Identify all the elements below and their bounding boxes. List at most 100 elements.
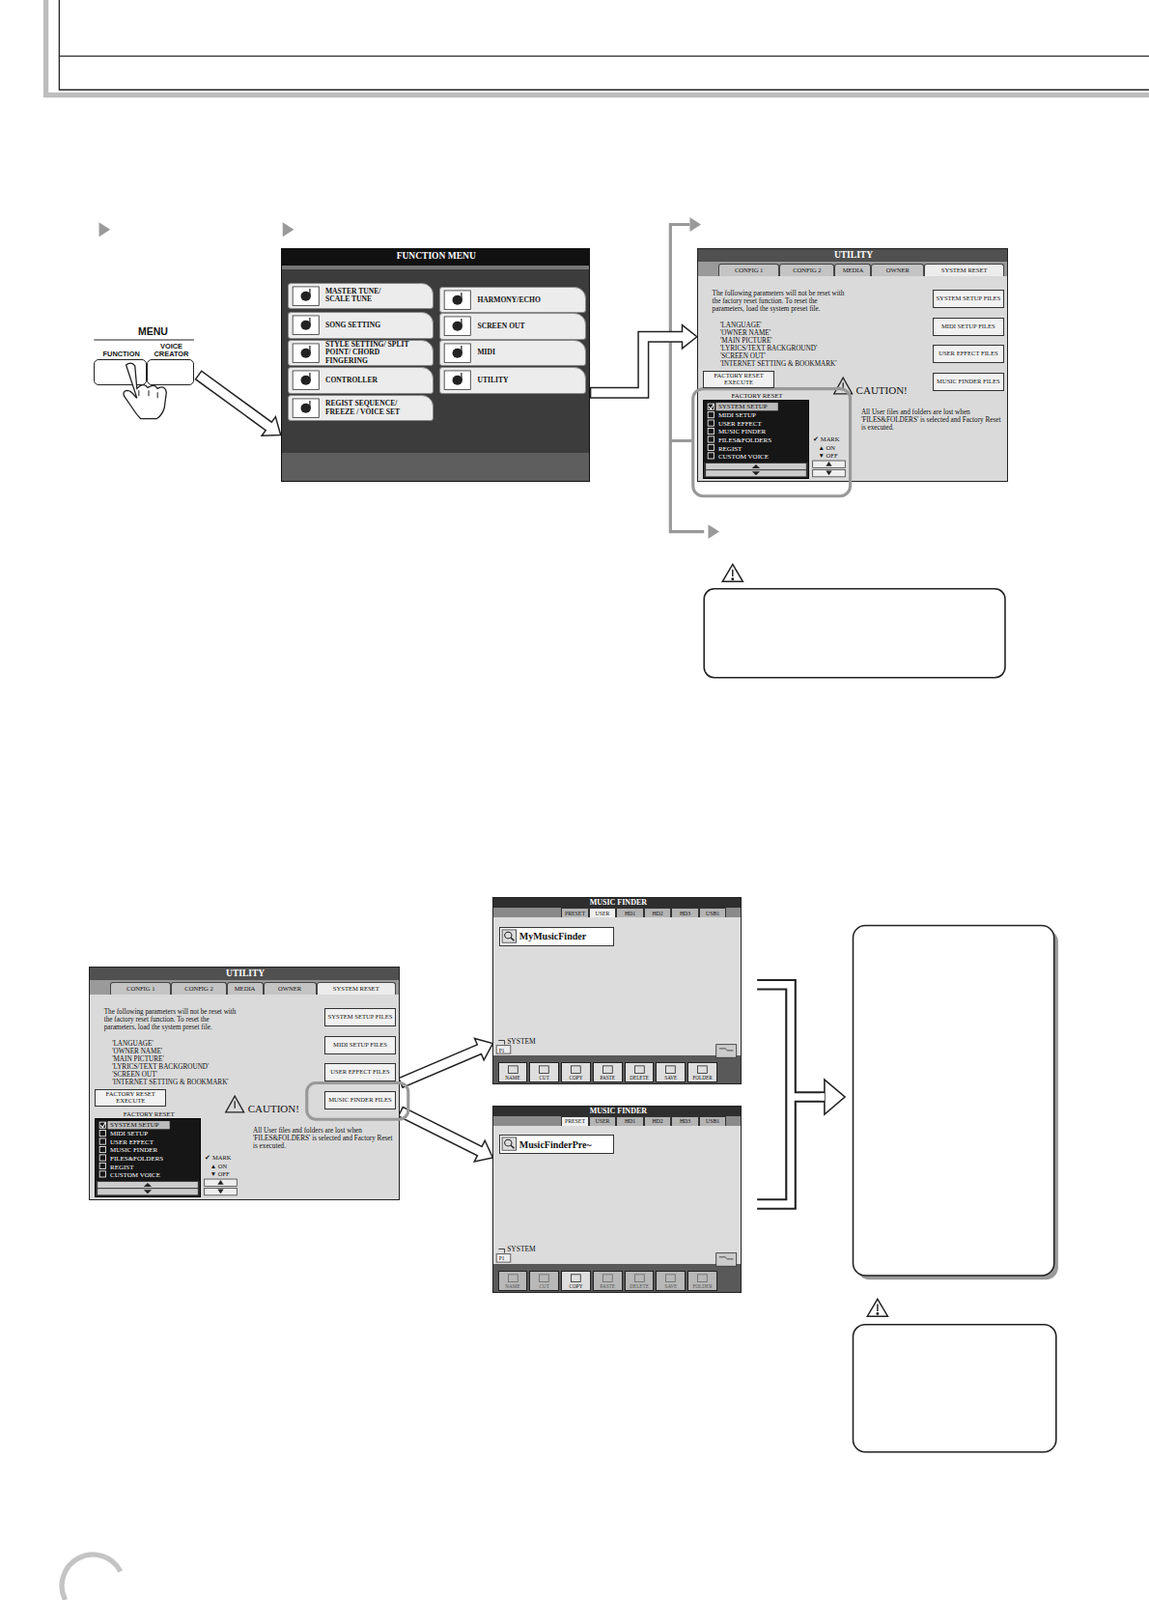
- menu-icon-glyph: [461, 345, 463, 354]
- arrow-head: [682, 325, 698, 349]
- label-text: FOLDER: [692, 1074, 712, 1081]
- menu-icon-glyph: [308, 400, 310, 409]
- flow-arrow: [399, 1111, 493, 1162]
- arrow-fill: [401, 1112, 482, 1153]
- label-text: FACTORY RESET EXECUTE: [95, 1091, 166, 1105]
- step-marker: [707, 524, 720, 539]
- label-text: P1: [499, 1255, 514, 1262]
- menu-item: REGIST SEQUENCE/ FREEZE / VOICE SET: [287, 394, 434, 421]
- label-text: FILES&FOLDERS: [718, 436, 806, 445]
- label-text: MIDI: [476, 348, 561, 357]
- flow-arrow: [399, 1037, 493, 1083]
- label-text: HD1: [624, 910, 636, 917]
- screen-art: [94, 360, 146, 385]
- label-text: All User files and folders are lost when…: [252, 1126, 396, 1150]
- button-icon: [634, 1274, 645, 1283]
- checkbox: [99, 1130, 106, 1137]
- label-text: 'LYRICS/TEXT BACKGROUND': [112, 1063, 266, 1071]
- menu-icon: [292, 343, 319, 364]
- step-markers: [99, 217, 721, 539]
- folder-tab: [499, 1248, 505, 1253]
- label-text: FUNCTION MENU: [281, 250, 591, 266]
- menu-icon-glyph: [308, 288, 310, 297]
- note-box: [703, 588, 1006, 678]
- label-text: MusicFinderPre~: [519, 1139, 592, 1150]
- function-button: COPY: [560, 1062, 591, 1083]
- highlight-frame: [307, 1082, 409, 1120]
- function-button: CUT: [529, 1270, 560, 1291]
- warning-mark: [876, 1313, 878, 1315]
- function-button: PASTE: [592, 1270, 623, 1291]
- search-icon: [502, 1137, 517, 1150]
- label-text: 'LANGUAGE': [112, 1039, 266, 1048]
- function-button: DELETE: [624, 1270, 655, 1291]
- screen-tab: CONFIG 1: [110, 981, 171, 996]
- checkbox: [707, 452, 714, 459]
- label-text: SYSTEM SETUP FILES: [328, 1013, 393, 1021]
- label-text: CAUTION!: [856, 384, 939, 396]
- label-text: MUSIC FINDER: [493, 897, 743, 909]
- label-text: MIDI SETUP: [718, 411, 806, 420]
- arrow-fill: [401, 1048, 482, 1083]
- scroll-strip: [703, 462, 809, 477]
- button-icon: [571, 1274, 582, 1283]
- label-text: HD2: [651, 1118, 663, 1124]
- step-marker: [99, 222, 112, 237]
- label-text: FUNCTION: [94, 342, 148, 359]
- label-text: NAME: [504, 1074, 520, 1081]
- checkbox-list: FACTORY RESETSYSTEM SETUPMIDI SETUPUSER …: [702, 399, 810, 478]
- menu-icon: [445, 343, 472, 364]
- scroll-button: [812, 469, 845, 477]
- folder-icon: [719, 1256, 734, 1259]
- menu-icon: [292, 370, 319, 391]
- screen-button: USER EFFECT FILES: [324, 1063, 396, 1082]
- label-text: UTILITY: [476, 376, 561, 385]
- screen-art: [147, 360, 194, 385]
- label-text: SYSTEM: [506, 1244, 568, 1254]
- label-text: MUSIC FINDER: [493, 1106, 743, 1118]
- function-button: DELETE: [624, 1062, 655, 1083]
- label-text: HARMONY/ECHO: [476, 296, 561, 305]
- label-text: USER EFFECT: [110, 1138, 197, 1147]
- label-text: 'OWNER NAME': [720, 329, 874, 337]
- arrow-fill: [198, 375, 271, 428]
- function-button: COPY: [560, 1270, 591, 1291]
- flow-arrow: [589, 325, 698, 393]
- menu-icon: [445, 316, 472, 337]
- button-icon: [507, 1065, 518, 1074]
- scroll-button: [705, 463, 807, 470]
- label-text: PRESET: [564, 910, 586, 917]
- function-menu-screen: FUNCTION MENUMASTER TUNE/ SCALE TUNESONG…: [280, 248, 590, 482]
- label-text: SYSTEM: [506, 1036, 568, 1046]
- menu-icon-glyph: [308, 372, 310, 381]
- screen-tab: MEDIA: [834, 263, 871, 278]
- screen-tab: USER: [588, 907, 617, 918]
- label-text: PASTE: [600, 1283, 616, 1290]
- scroll-button: [812, 460, 845, 468]
- label-text: FACTORY RESET EXECUTE: [703, 372, 774, 387]
- label-text: HD3: [679, 1118, 691, 1124]
- file-icon: MusicFinderPre~: [499, 1134, 615, 1154]
- screen-button: SYSTEM SETUP FILES: [324, 1008, 396, 1027]
- label-text: REGIST SEQUENCE/ FREEZE / VOICE SET: [325, 399, 428, 416]
- label-text: MIDI SETUP FILES: [333, 1041, 388, 1049]
- label-text: MIDI SETUP FILES: [941, 323, 996, 331]
- label-text: REGIST: [718, 445, 806, 453]
- scroll-arrow: [825, 461, 832, 467]
- hand-outline: [123, 363, 167, 420]
- button-icon: [698, 1274, 708, 1283]
- music-finder-screen: MUSIC FINDERSYSTEMP1PRESETUSERHD1HD2HD3U…: [492, 1105, 742, 1293]
- label-text: The following parameters will not be res…: [104, 1008, 240, 1032]
- arrow-head: [824, 1079, 845, 1115]
- label-text: CONFIG 2: [792, 266, 822, 274]
- warning-mark: [731, 578, 733, 580]
- button-icon: [666, 1065, 676, 1074]
- label-text: SCREEN OUT: [476, 322, 561, 331]
- search-icon: [510, 937, 515, 941]
- check-mark: [100, 1121, 106, 1128]
- label-text: FACTORY RESET: [703, 392, 811, 400]
- warning-mark: [731, 569, 733, 577]
- screen-tab: USB1: [699, 1116, 728, 1126]
- screen-tab: OWNER: [263, 981, 317, 996]
- label-text: ▲ ON: [818, 444, 860, 451]
